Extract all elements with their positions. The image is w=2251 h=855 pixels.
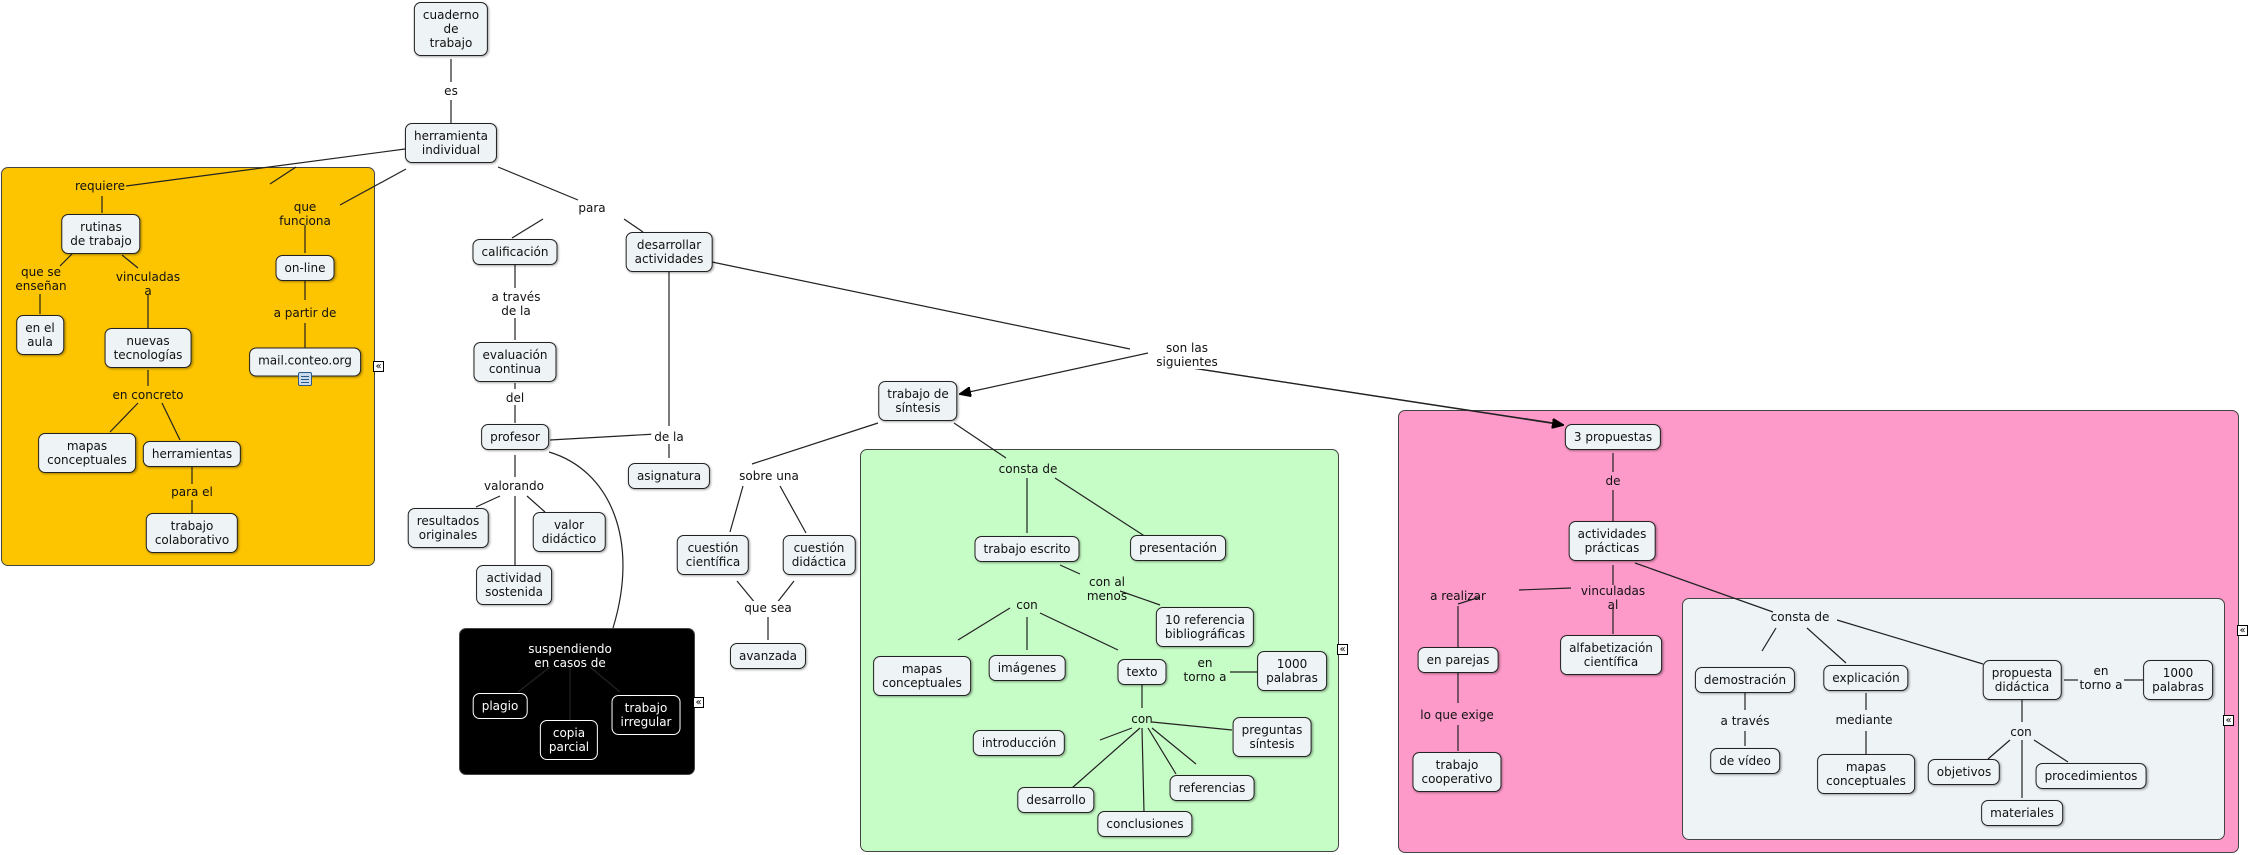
link-sobre-una: sobre una <box>736 469 802 483</box>
concept-conclusiones[interactable]: conclusiones <box>1097 811 1193 837</box>
link-mediante: mediante <box>1835 713 1893 727</box>
concept-mail[interactable]: mail.conteo.org <box>249 347 361 377</box>
concept-tres-propuestas[interactable]: 3 propuestas <box>1564 424 1662 450</box>
link-a-realizar: a realizar <box>1430 589 1486 603</box>
link-a-partir-de: a partir de <box>273 306 337 320</box>
concept-referencias[interactable]: referencias <box>1169 775 1255 801</box>
concept-preguntas[interactable]: preguntas síntesis <box>1232 717 1312 757</box>
expand-green-icon[interactable]: « <box>1337 644 1348 655</box>
concept-copia-parcial[interactable]: copia parcial <box>539 720 599 760</box>
concept-mil-palabras-2[interactable]: 1000 palabras <box>2143 660 2213 700</box>
link-con-2: con <box>1131 712 1153 726</box>
concept-herramientas[interactable]: herramientas <box>142 441 242 467</box>
link-que-se-ensenan: que se enseñan <box>15 265 67 293</box>
concept-presentacion[interactable]: presentación <box>1130 535 1226 561</box>
link-en-torno-a-2: en torno a <box>2079 664 2123 692</box>
link-de: de <box>1605 474 1621 488</box>
concept-trabajo-cooperativo[interactable]: trabajo cooperativo <box>1412 752 1502 792</box>
concept-mapas-conceptuales-2[interactable]: mapas conceptuales <box>873 656 971 696</box>
link-con-1: con <box>1016 598 1038 612</box>
concept-procedimientos[interactable]: procedimientos <box>2035 763 2147 789</box>
link-valorando: valorando <box>481 479 547 493</box>
concept-cuaderno[interactable]: cuaderno de trabajo <box>413 2 489 56</box>
arrow-lines <box>960 352 1563 425</box>
expand-inner-icon[interactable]: « <box>2223 715 2234 726</box>
link-que-funciona: que funciona <box>279 200 331 228</box>
link-para-el: para el <box>171 485 213 499</box>
link-en-torno-a-1: en torno a <box>1183 656 1227 684</box>
link-con-3: con <box>2010 725 2032 739</box>
concept-actividad-sostenida[interactable]: actividad sostenida <box>476 565 552 605</box>
concept-cuestion-didactica[interactable]: cuestión didáctica <box>782 535 856 575</box>
expand-pink-icon[interactable]: « <box>2237 625 2248 636</box>
link-vinculadas-a: vinculadas a <box>115 270 181 298</box>
concept-calificacion[interactable]: calificación <box>472 239 558 265</box>
link-de-la: de la <box>651 430 687 444</box>
link-suspendiendo: suspendiendo en casos de <box>528 642 612 670</box>
concept-asignatura[interactable]: asignatura <box>627 463 711 489</box>
link-son-las-siguientes: son las siguientes <box>1153 341 1221 369</box>
concept-avanzada[interactable]: avanzada <box>729 643 807 669</box>
link-para: para <box>575 201 609 215</box>
concept-herramienta[interactable]: herramienta individual <box>404 123 498 163</box>
link-a-traves: a través <box>1720 714 1770 728</box>
concept-objetivos[interactable]: objetivos <box>1927 759 2001 785</box>
concept-profesor[interactable]: profesor <box>481 424 549 450</box>
concept-nuevas-tecnologias[interactable]: nuevas tecnologías <box>104 328 192 368</box>
concept-introduccion[interactable]: introducción <box>972 730 1066 756</box>
concept-plagio[interactable]: plagio <box>472 693 528 719</box>
concept-texto[interactable]: texto <box>1117 659 1167 685</box>
concept-diez-referencias[interactable]: 10 referencia bibliográficas <box>1155 607 1255 647</box>
link-es: es <box>441 84 461 98</box>
concept-desarrollo[interactable]: desarrollo <box>1017 787 1095 813</box>
concept-cuestion-cientifica[interactable]: cuestión científica <box>676 535 750 575</box>
concept-en-el-aula[interactable]: en el aula <box>16 315 64 355</box>
link-consta-de-1: consta de <box>998 462 1058 476</box>
concept-alfabetizacion[interactable]: alfabetización científica <box>1560 635 1662 675</box>
green-group-panel <box>860 449 1339 852</box>
concept-desarrollar[interactable]: desarrollar actividades <box>625 232 713 272</box>
link-con-al-menos: con al menos <box>1086 575 1128 603</box>
concept-trabajo-colaborativo[interactable]: trabajo colaborativo <box>145 513 239 553</box>
concept-materiales[interactable]: materiales <box>1981 800 2063 826</box>
link-vinculadas-al: vinculadas al <box>1580 584 1646 612</box>
concept-resultados[interactable]: resultados originales <box>407 508 489 548</box>
connection-lines <box>39 59 2144 813</box>
concept-en-parejas[interactable]: en parejas <box>1417 647 1499 673</box>
expand-black-icon[interactable]: « <box>693 697 704 708</box>
document-icon[interactable] <box>298 372 312 386</box>
link-requiere: requiere <box>74 179 126 193</box>
concept-mapas-conceptuales-1[interactable]: mapas conceptuales <box>38 433 136 473</box>
concept-explicacion[interactable]: explicación <box>1823 665 1909 691</box>
concept-mapas-conceptuales-3[interactable]: mapas conceptuales <box>1817 754 1915 794</box>
concept-evaluacion[interactable]: evaluación continua <box>473 342 557 382</box>
link-lo-que-exige: lo que exige <box>1420 708 1494 722</box>
concept-actividades-practicas[interactable]: actividades prácticas <box>1568 521 1656 561</box>
expand-yellow-icon[interactable]: « <box>373 361 384 372</box>
concept-on-line[interactable]: on-line <box>275 255 335 281</box>
concept-valor[interactable]: valor didáctico <box>532 512 606 552</box>
concept-propuesta-didactica[interactable]: propuesta didáctica <box>1982 660 2062 700</box>
concept-trabajo-irregular[interactable]: trabajo irregular <box>611 695 681 735</box>
link-consta-de-2: consta de <box>1770 610 1830 624</box>
concept-demostracion[interactable]: demostración <box>1694 667 1796 693</box>
concept-trabajo-sintesis[interactable]: trabajo de síntesis <box>878 381 958 421</box>
link-en-concreto: en concreto <box>112 388 184 402</box>
link-que-sea: que sea <box>741 601 795 615</box>
concept-imagenes[interactable]: imágenes <box>988 655 1066 681</box>
inner-group-panel <box>1682 598 2225 840</box>
concept-rutinas[interactable]: rutinas de trabajo <box>61 214 141 254</box>
concept-mil-palabras-1[interactable]: 1000 palabras <box>1257 651 1327 691</box>
concept-de-video[interactable]: de vídeo <box>1710 748 1780 774</box>
link-a-traves-de-la: a través de la <box>488 290 544 318</box>
concept-trabajo-escrito[interactable]: trabajo escrito <box>974 536 1080 562</box>
link-del: del <box>502 391 528 405</box>
